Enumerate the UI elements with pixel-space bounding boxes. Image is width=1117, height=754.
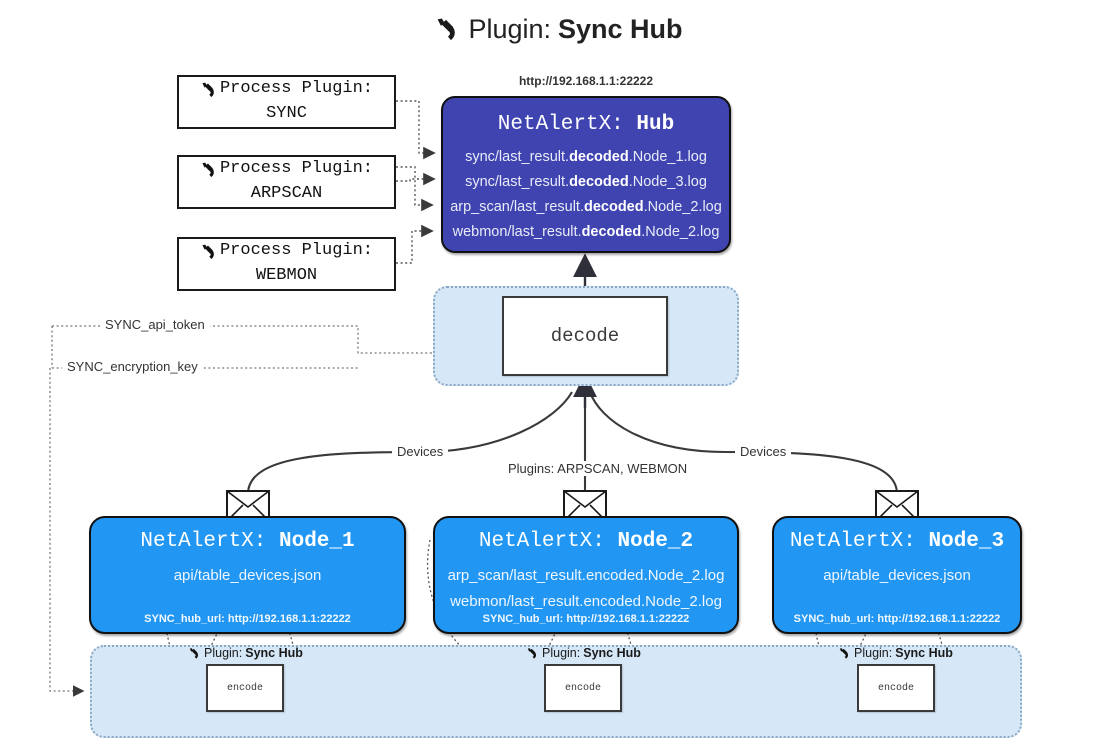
api-token-label: SYNC_api_token [100,317,210,332]
node-file-row: webmon/last_result.encoded.Node_2.log [450,593,722,611]
process-plugin-label: Process Plugin: [219,241,374,261]
node-file-list: arp_scan/last_result.encoded.Node_2.log … [435,563,737,616]
plugin-to-hub-wires [396,100,436,264]
node-file-row: arp_scan/last_result.encoded.Node_2.log [447,567,725,584]
process-plugin-arpscan[interactable]: Process Plugin: ARPSCAN [177,155,396,209]
encode-box-1[interactable]: encode [206,664,284,712]
node-title: NetAlertX: Node_3 [789,530,1005,553]
node-file-list: api/table_devices.json [91,563,404,589]
node-title: NetAlertX: Node_1 [140,530,355,553]
hub-url: http://192.168.1.1:22222 [518,74,654,88]
devices-left-label: Devices [392,444,449,459]
node-hub-url: SYNC_hub_url: http://192.168.1.1:22222 [482,613,690,625]
node-box-3[interactable]: NetAlertX: Node_3 api/table_devices.json… [772,516,1022,634]
hub-node[interactable]: NetAlertX: Hub sync/last_result.decoded.… [441,96,731,253]
plugins-middle-label: Plugins: ARPSCAN, WEBMON [503,461,693,476]
node-title: NetAlertX: Node_2 [478,530,694,553]
node-file-list: api/table_devices.json [774,563,1020,589]
encoder-plugin-label-2: Plugin: Sync Hub [526,646,641,660]
process-plugin-name: ARPSCAN [250,184,323,203]
node1-to-decode-wire [246,391,573,495]
process-plugin-webmon[interactable]: Process Plugin: WEBMON [177,237,396,291]
node3-to-decode-wire [589,391,899,495]
devices-right-label: Devices [735,444,792,459]
process-plugin-name: SYNC [266,104,307,123]
decode-box[interactable]: decode [502,296,668,376]
process-plugin-sync[interactable]: Process Plugin: SYNC [177,75,396,129]
node-box-1[interactable]: NetAlertX: Node_1 api/table_devices.json… [89,516,406,634]
encode-box-3[interactable]: encode [857,664,935,712]
node-hub-url: SYNC_hub_url: http://192.168.1.1:22222 [793,613,1001,625]
node-box-2[interactable]: NetAlertX: Node_2 arp_scan/last_result.e… [433,516,739,634]
encoder-plugin-label-3: Plugin: Sync Hub [838,646,953,660]
encode-box-2[interactable]: encode [544,664,622,712]
hub-title-prefix: NetAlertX: [497,113,624,136]
encoder-plugin-prefix: Plugin: [204,646,243,660]
plug-icon [200,81,218,99]
encode-label: encode [564,682,601,694]
process-plugin-name: WEBMON [255,266,318,285]
node-file-row: api/table_devices.json [823,567,971,584]
encoder-plugin-label-1: Plugin: Sync Hub [188,646,303,660]
hub-file-list: sync/last_result.decoded.Node_1.log sync… [443,145,729,245]
encryption-key-wire [49,368,85,697]
plug-icon [200,161,218,179]
encoder-plugin-prefix: Plugin: [854,646,893,660]
title-prefix: Plugin: [468,14,552,44]
process-plugin-label: Process Plugin: [219,79,374,99]
plug-icon [434,16,461,43]
plug-icon [526,647,539,660]
hub-file-row: webmon/last_result.decoded.Node_2.log [452,223,720,240]
node-file-row: api/table_devices.json [173,567,322,584]
plug-icon [188,647,201,660]
encoder-plugin-name: Sync Hub [895,646,953,660]
encoder-plugin-prefix: Plugin: [542,646,581,660]
hub-file-row: arp_scan/last_result.decoded.Node_2.log [450,198,722,215]
hub-title: NetAlertX: Hub [443,113,729,136]
process-plugin-label: Process Plugin: [219,159,374,179]
plug-icon [200,243,218,261]
page-title: Plugin: Sync Hub [0,14,1117,45]
plug-icon [838,647,851,660]
hub-file-row: sync/last_result.decoded.Node_3.log [465,173,707,190]
encoder-plugin-name: Sync Hub [583,646,641,660]
node-hub-url: SYNC_hub_url: http://192.168.1.1:22222 [144,613,351,625]
encode-label: encode [226,682,263,694]
hub-title-name: Hub [636,113,675,136]
encoder-plugin-name: Sync Hub [245,646,303,660]
hub-file-row: sync/last_result.decoded.Node_1.log [465,149,707,165]
encode-label: encode [877,682,914,694]
encryption-key-label: SYNC_encryption_key [62,359,203,374]
decode-label: decode [550,325,620,347]
title-name: Sync Hub [558,14,683,44]
